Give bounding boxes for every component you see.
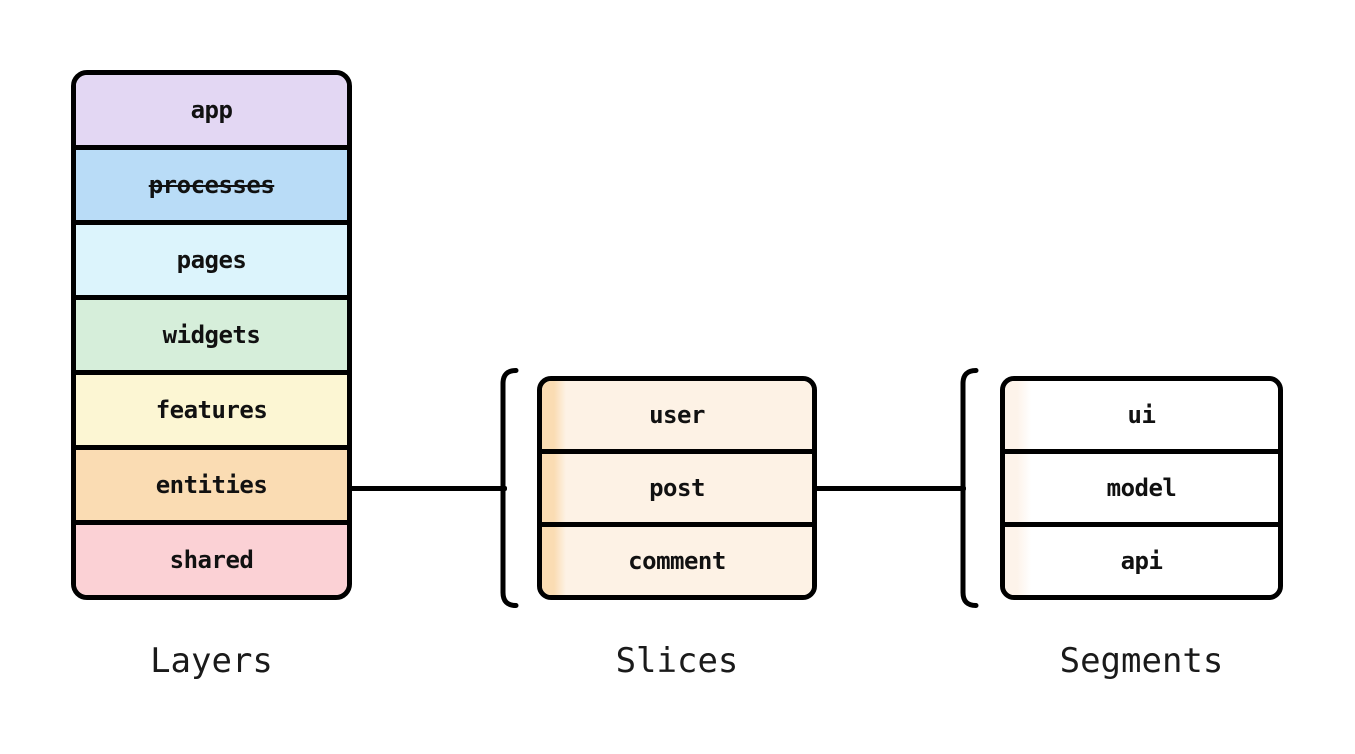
slices-caption: Slices	[615, 641, 739, 681]
slice-row-comment: comment	[542, 522, 812, 595]
layers-stack: app processes pages widgets features ent…	[71, 70, 352, 600]
slice-label-post: post	[649, 474, 705, 502]
layer-label-entities: entities	[155, 471, 268, 499]
layer-row-pages: pages	[76, 220, 347, 295]
segments-group: ui model api	[1000, 376, 1283, 600]
connector-entities-to-slices	[350, 486, 507, 491]
layer-label-features: features	[155, 396, 268, 424]
connector-slices-to-segments	[815, 486, 966, 491]
segments-caption: Segments	[1059, 641, 1224, 681]
layer-row-processes: processes	[76, 145, 347, 220]
segment-label-model: model	[1106, 474, 1177, 502]
layer-row-app: app	[76, 75, 347, 145]
layers-caption: Layers	[150, 641, 273, 681]
layer-row-shared: shared	[76, 520, 347, 595]
slice-label-user: user	[649, 401, 705, 429]
layer-label-widgets: widgets	[162, 321, 261, 349]
slices-bracket-icon	[500, 368, 519, 608]
layer-label-processes: processes	[148, 171, 275, 199]
layer-label-shared: shared	[169, 546, 254, 574]
slice-row-user: user	[542, 381, 812, 449]
slice-label-comment: comment	[628, 547, 726, 575]
segments-bracket-icon	[960, 368, 979, 608]
layer-label-pages: pages	[176, 246, 247, 274]
segment-label-api: api	[1120, 547, 1163, 575]
layer-label-app: app	[190, 96, 233, 124]
segment-row-model: model	[1005, 449, 1278, 522]
slice-row-post: post	[542, 449, 812, 522]
segment-label-ui: ui	[1127, 401, 1156, 429]
slices-group: user post comment	[537, 376, 817, 600]
layer-row-widgets: widgets	[76, 295, 347, 370]
layer-row-features: features	[76, 370, 347, 445]
segment-row-api: api	[1005, 522, 1278, 595]
layer-row-entities: entities	[76, 445, 347, 520]
segment-row-ui: ui	[1005, 381, 1278, 449]
